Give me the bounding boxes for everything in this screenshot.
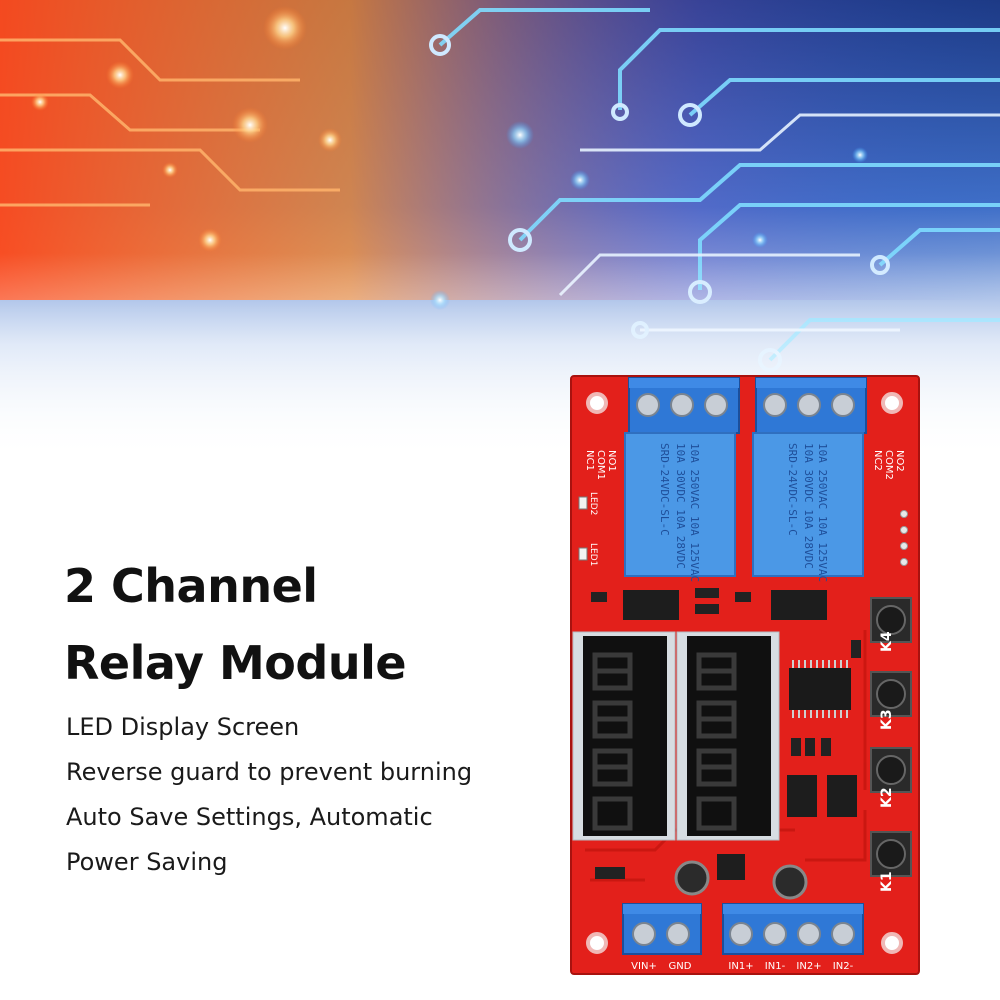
terminal-labels: VIN+ GND IN1+ IN1- IN2+ IN2- <box>631 961 853 972</box>
power-terminal <box>622 903 702 955</box>
relay-1-spec-1: 10A 250VAC 10A 125VAC <box>688 443 701 582</box>
optocouplers-bottom <box>787 640 861 817</box>
title-line-2: Relay Module <box>64 636 407 690</box>
button-label: K1 <box>879 871 895 892</box>
capacitors <box>595 854 808 900</box>
product-title: 2 Channel Relay Module <box>64 548 407 702</box>
pin-label: NO1 <box>606 450 617 472</box>
feature-item: Auto Save Settings, Automatic <box>66 803 433 831</box>
input-terminal <box>722 903 864 955</box>
ic-chip <box>789 660 851 718</box>
pin-label: COM2 <box>883 450 894 480</box>
pin-label: NC1 <box>584 450 595 471</box>
button-k2 <box>870 747 912 793</box>
relay-2: 10A 250VAC 10A 125VAC 10A 30VDC 10A 28VD… <box>752 432 864 582</box>
pin-label: NO2 <box>894 450 905 472</box>
relay-1-model: SRD-24VDC-SL-C <box>658 443 671 536</box>
relay-2-terminal <box>755 377 867 434</box>
relay-1: 10A 250VAC 10A 125VAC 10A 30VDC 10A 28VD… <box>624 432 736 582</box>
terminal-label: IN1+ <box>728 961 753 972</box>
relay-2-spec-1: 10A 250VAC 10A 125VAC <box>816 443 829 582</box>
led-indicators: LED2 LED1 <box>578 492 598 566</box>
feature-item: LED Display Screen <box>66 713 300 741</box>
push-buttons: K4 K3 K2 K1 <box>870 597 912 892</box>
feature-item: Power Saving <box>66 848 228 876</box>
relay-2-pin-labels: NC2 COM2 NO2 <box>872 450 905 480</box>
relay-1-spec-2: 10A 30VDC 10A 28VDC <box>674 443 687 569</box>
terminal-label: GND <box>669 961 692 972</box>
button-label: K3 <box>879 709 895 730</box>
relay-module-photo: 10A 250VAC 10A 125VAC 10A 30VDC 10A 28VD… <box>565 370 925 980</box>
optocouplers-top <box>591 588 827 620</box>
feature-item: Reverse guard to prevent burning <box>66 758 473 786</box>
relay-1-terminal <box>628 377 740 434</box>
relay-1-pin-labels: NC1 COM1 NO1 <box>584 450 617 480</box>
relay-2-spec-2: 10A 30VDC 10A 28VDC <box>802 443 815 569</box>
relay-2-model: SRD-24VDC-SL-C <box>786 443 799 536</box>
button-k3 <box>870 671 912 717</box>
led-label: LED1 <box>588 543 598 566</box>
button-label: K2 <box>879 787 895 808</box>
button-label: K4 <box>879 631 895 652</box>
pin-label: NC2 <box>872 450 883 471</box>
terminal-label: IN2+ <box>796 961 821 972</box>
seven-segment-display <box>572 631 780 841</box>
button-k1 <box>870 831 912 877</box>
mounting-holes <box>586 392 903 954</box>
pin-label: COM1 <box>595 450 606 480</box>
button-k4 <box>870 597 912 643</box>
led-label: LED2 <box>588 492 598 515</box>
relay-module-board: 10A 250VAC 10A 125VAC 10A 30VDC 10A 28VD… <box>570 375 920 975</box>
feature-list: LED Display Screen Reverse guard to prev… <box>66 705 472 885</box>
terminal-label: VIN+ <box>631 961 657 972</box>
title-line-1: 2 Channel <box>64 559 318 613</box>
terminal-label: IN1- <box>765 961 786 972</box>
header-pins <box>900 510 908 566</box>
terminal-label: IN2- <box>833 961 854 972</box>
